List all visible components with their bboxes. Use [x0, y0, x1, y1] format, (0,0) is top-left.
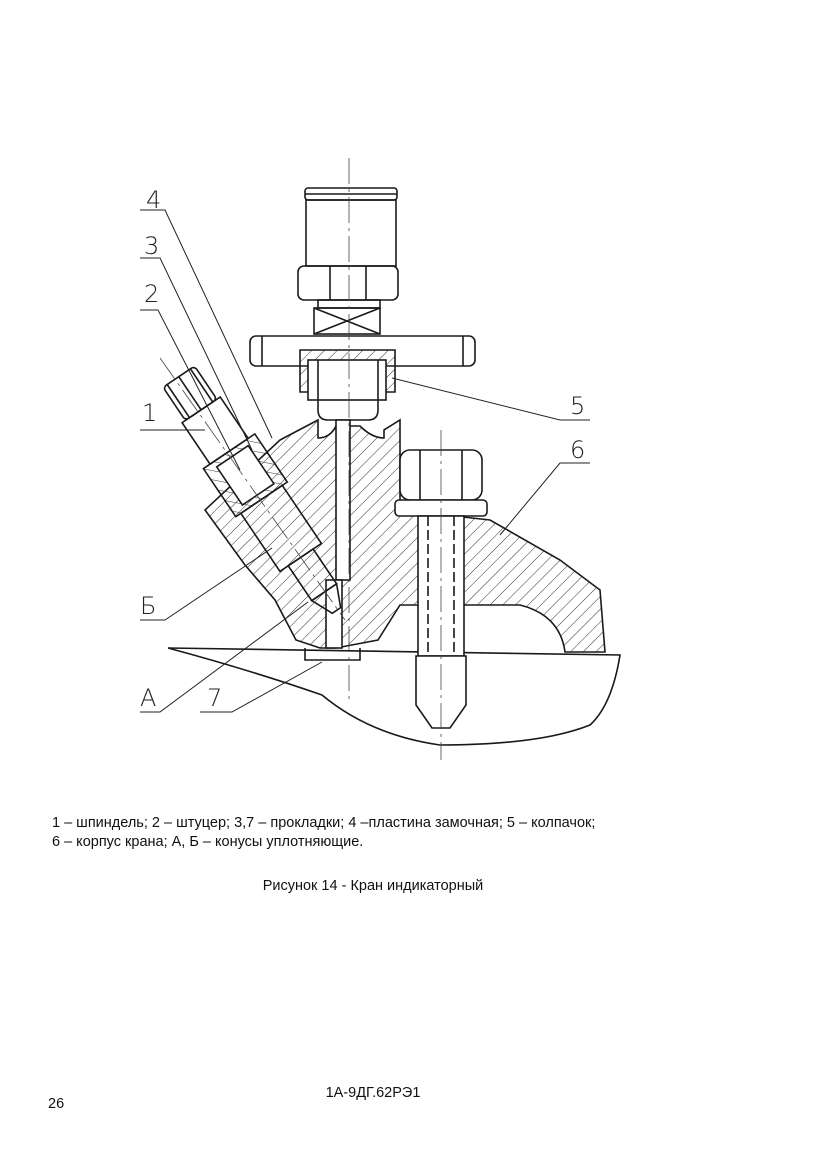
leader-7	[200, 661, 323, 713]
callout-1: 1	[142, 399, 157, 427]
callout-7: 7	[207, 684, 222, 712]
spindle-assembly	[163, 366, 342, 615]
callout-6: 6	[570, 436, 585, 464]
callout-A: А	[140, 684, 156, 712]
stem-body	[305, 199, 397, 267]
stem-nut	[297, 265, 399, 301]
callout-2: 2	[144, 280, 159, 308]
stem-square	[313, 307, 381, 335]
legend-line-1: 1 – шпиндель; 2 – штуцер; 3,7 – прокладк…	[52, 815, 596, 831]
leader-6	[499, 462, 590, 536]
document-id: 1А-9ДГ.62РЭ1	[325, 1085, 421, 1101]
leader-3	[140, 257, 253, 451]
leader-B	[140, 547, 273, 621]
leader-A	[140, 601, 309, 713]
callout-3: 3	[144, 232, 159, 260]
callout-B: Б	[140, 592, 156, 620]
leader-5	[391, 377, 590, 421]
page-number: 26	[48, 1096, 65, 1112]
figure-legend: 1 – шпиндель; 2 – штуцер; 3,7 – прокладк…	[52, 814, 742, 852]
callout-5: 5	[570, 392, 585, 420]
leader-2	[140, 309, 241, 471]
legend-line-2: 6 – корпус крана; А, Б – конусы уплотняю…	[52, 834, 364, 850]
callout-4: 4	[146, 186, 161, 214]
figure-caption: Рисунок 14 - Кран индикаторный	[262, 878, 484, 894]
leader-4	[140, 209, 273, 439]
cylinder-head-outline	[167, 647, 621, 746]
bolt-tip	[415, 655, 467, 729]
